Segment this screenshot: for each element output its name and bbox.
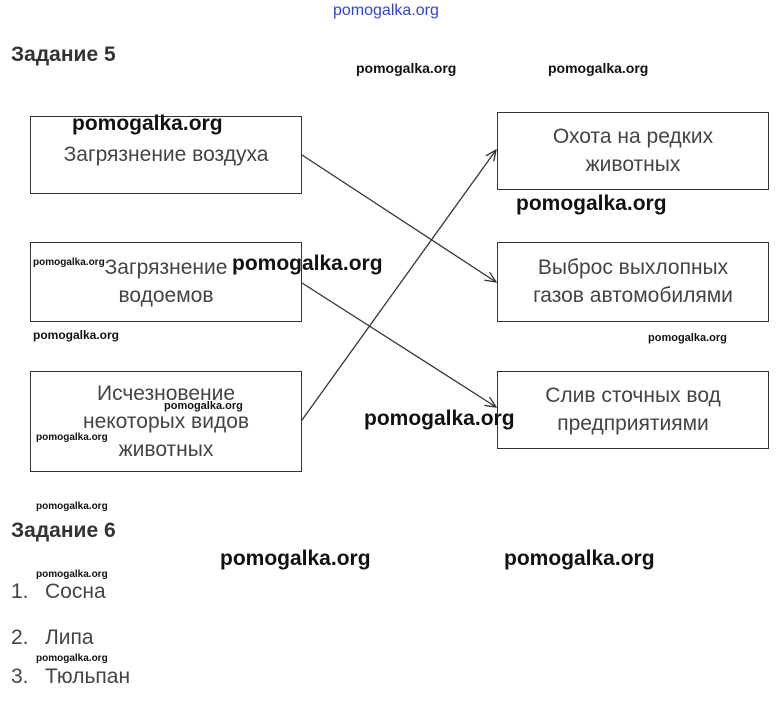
watermark: pomogalka.org — [72, 112, 223, 135]
watermark: pomogalka.org — [220, 547, 371, 570]
arrow-water-to-sewage — [301, 282, 496, 407]
right-box-label: Выброс выхлопных газов автомобилями — [533, 256, 733, 307]
watermark: pomogalka.org — [36, 569, 108, 580]
left-box-label: Загрязнение воздуха — [63, 143, 269, 166]
arrow-extinction-to-hunting — [301, 150, 496, 421]
left-box-label: Исчезновение некоторых видов животных — [82, 381, 250, 461]
list-item: 1. Сосна — [11, 580, 106, 604]
watermark: pomogalka.org — [356, 60, 457, 76]
watermark-top: pomogalka.org — [333, 2, 439, 19]
list-item-text: Сосна — [45, 580, 106, 603]
arrow-air-to-exhaust — [301, 154, 496, 282]
list-item-number: 1. — [11, 580, 29, 603]
list-item-number: 3. — [11, 665, 29, 688]
left-box-label: Загрязнение водоемов — [104, 256, 228, 307]
list-item: 2. Липа — [11, 626, 94, 650]
watermark: pomogalka.org — [504, 547, 655, 570]
right-box-label: Охота на редких животных — [552, 125, 714, 176]
list-item-text: Тюльпан — [45, 665, 131, 688]
list-item-number: 2. — [11, 626, 29, 649]
right-box-hunting: Охота на редких животных — [497, 112, 769, 190]
watermark: pomogalka.org — [548, 60, 649, 76]
watermark: pomogalka.org — [36, 501, 108, 512]
task5-title: Задание 5 — [11, 43, 116, 66]
right-box-sewage: Слив сточных вод предприятиями — [497, 371, 769, 449]
right-box-exhaust: Выброс выхлопных газов автомобилями — [497, 242, 769, 322]
watermark: pomogalka.org — [364, 407, 515, 430]
watermark: pomogalka.org — [36, 653, 108, 664]
left-box-species-extinction: Исчезновение некоторых видов животных — [30, 371, 302, 472]
list-item-text: Липа — [45, 626, 94, 649]
watermark: pomogalka.org — [648, 332, 727, 344]
task6-title: Задание 6 — [11, 519, 116, 542]
watermark: pomogalka.org — [36, 432, 108, 443]
left-box-air-pollution: Загрязнение воздуха — [30, 116, 302, 194]
watermark: pomogalka.org — [33, 328, 120, 342]
watermark: pomogalka.org — [33, 257, 105, 268]
left-box-water-pollution: Загрязнение водоемов — [30, 242, 302, 322]
watermark: pomogalka.org — [516, 192, 667, 215]
right-box-label: Слив сточных вод предприятиями — [545, 384, 721, 435]
watermark: pomogalka.org — [232, 252, 383, 275]
list-item: 3. Тюльпан — [11, 665, 130, 689]
watermark: pomogalka.org — [164, 400, 243, 412]
